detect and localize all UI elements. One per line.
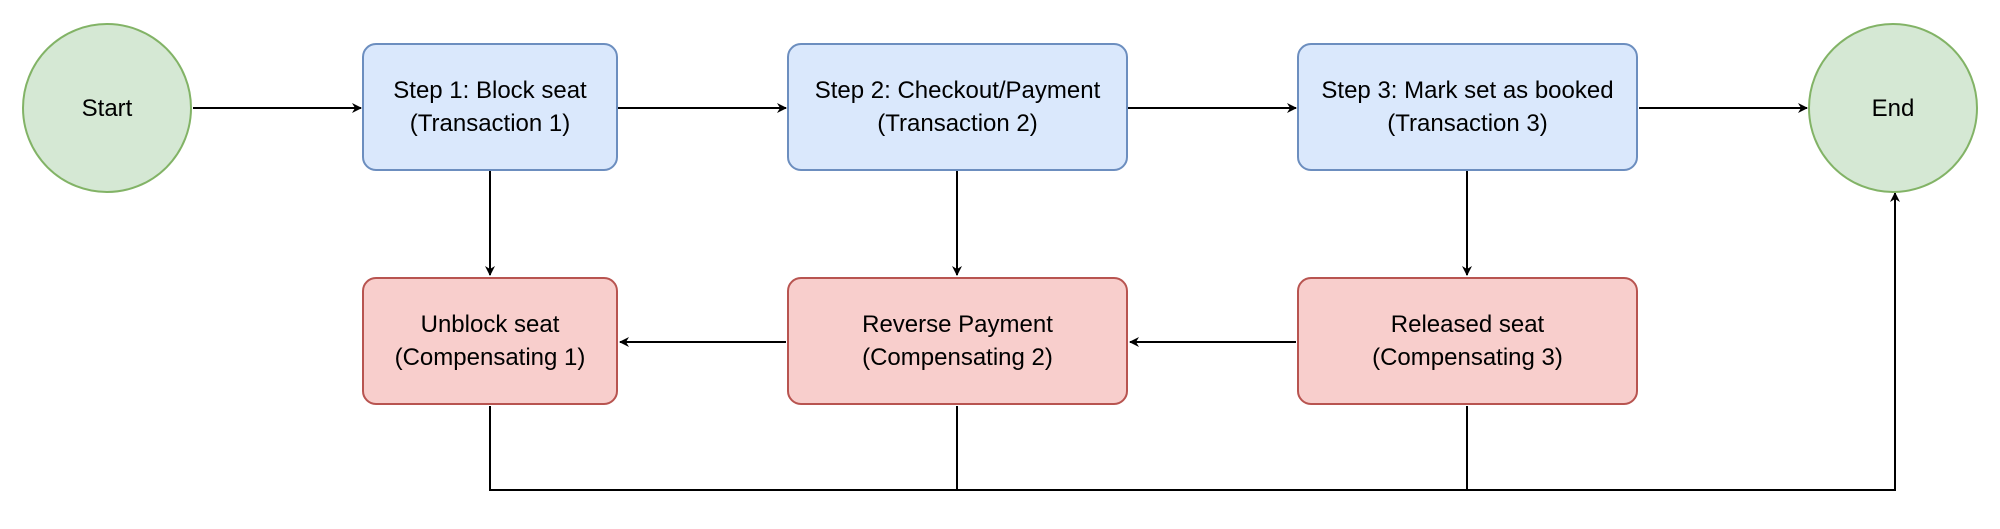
end-node[interactable]: End bbox=[1808, 23, 1978, 193]
step-2-title: Step 2: Checkout/Payment bbox=[814, 77, 1101, 104]
compensating-2-title: Reverse Payment bbox=[862, 311, 1053, 338]
step-2-box[interactable]: Step 2: Checkout/Payment (Transaction 2) bbox=[787, 43, 1128, 171]
compensating-1-subtitle: (Compensating 1) bbox=[394, 344, 586, 371]
step-3-box[interactable]: Step 3: Mark set as booked (Transaction … bbox=[1297, 43, 1638, 171]
compensating-2-subtitle: (Compensating 2) bbox=[862, 344, 1053, 371]
compensating-1-title: Unblock seat bbox=[420, 311, 560, 338]
compensating-2-box[interactable]: Reverse Payment (Compensating 2) bbox=[787, 277, 1128, 405]
compensating-3-subtitle: (Compensating 3) bbox=[1372, 344, 1563, 371]
step-1-title: Step 1: Block seat bbox=[393, 77, 587, 104]
compensating-1-box[interactable]: Unblock seat (Compensating 1) bbox=[362, 277, 618, 405]
step-2-subtitle: (Transaction 2) bbox=[877, 110, 1038, 137]
start-node[interactable]: Start bbox=[22, 23, 192, 193]
end-label: End bbox=[1871, 94, 1915, 122]
step-3-subtitle: (Transaction 3) bbox=[1387, 110, 1548, 137]
connector-compensating-1-to-end bbox=[489, 192, 1900, 491]
step-1-box[interactable]: Step 1: Block seat (Transaction 1) bbox=[362, 43, 618, 171]
start-label: Start bbox=[81, 94, 133, 122]
step-3-title: Step 3: Mark set as booked bbox=[1321, 77, 1614, 104]
compensating-3-title: Released seat bbox=[1390, 311, 1545, 338]
step-1-subtitle: (Transaction 1) bbox=[409, 110, 571, 137]
compensating-3-box[interactable]: Released seat (Compensating 3) bbox=[1297, 277, 1638, 405]
